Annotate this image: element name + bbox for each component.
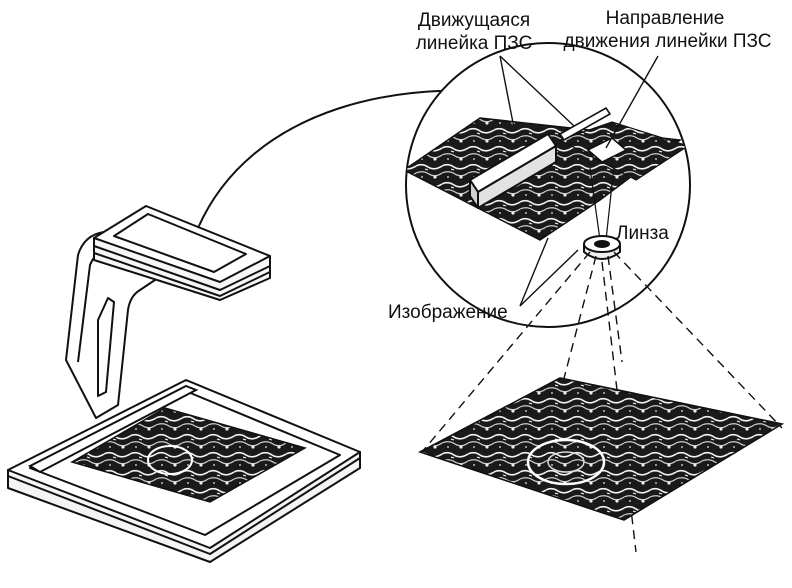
label-lens: Линза xyxy=(616,223,669,244)
lens xyxy=(583,235,621,260)
label-moving-ccd-line1: Движущаяся xyxy=(417,10,531,31)
label-moving-ccd-line2: линейка ПЗС xyxy=(415,33,533,54)
guide-rod xyxy=(558,106,612,142)
zoom-circle xyxy=(405,42,691,328)
label-direction-line1: Направление xyxy=(605,8,725,29)
label-image: Изображение xyxy=(388,302,508,323)
projected-image xyxy=(417,377,785,521)
camera-head xyxy=(93,205,271,301)
label-direction-line2: движения линейки ПЗС xyxy=(563,31,772,52)
ccd-bar xyxy=(469,133,557,209)
sensor-box xyxy=(586,137,628,163)
leader-lines xyxy=(499,55,659,307)
document-on-base xyxy=(70,407,307,503)
base-rail xyxy=(27,384,199,474)
stand-column xyxy=(65,231,171,419)
